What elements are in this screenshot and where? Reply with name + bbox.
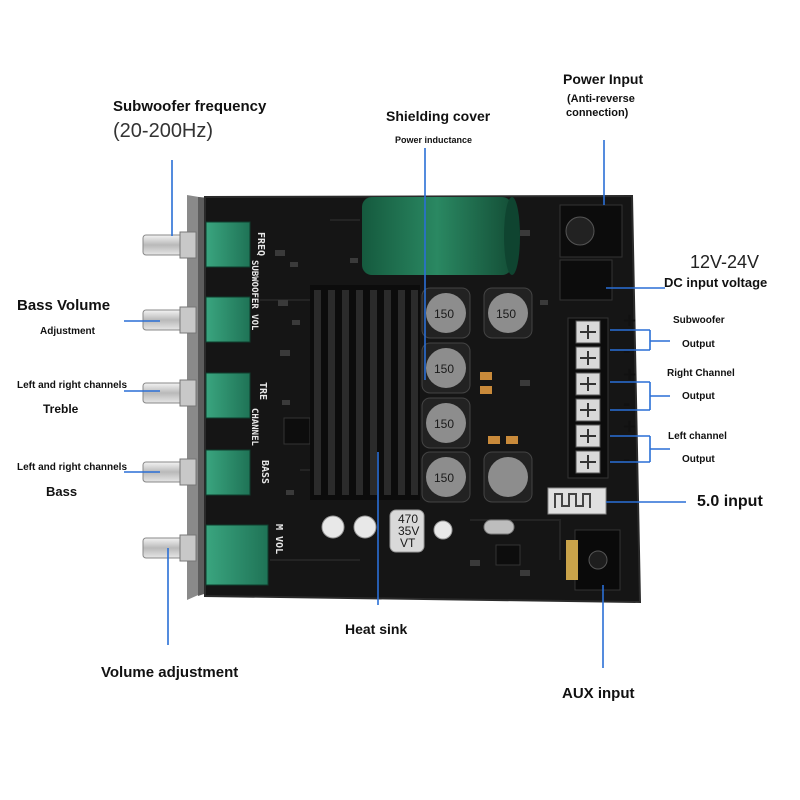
inductor-4: 150 [421,397,471,449]
aux-jack [566,529,621,591]
ic-chip [283,417,311,445]
knob-freq [142,231,197,259]
inductor-5-label: 150 [434,471,454,485]
knob-bass [142,458,197,486]
label-shielding-cover: Shielding cover [386,108,491,124]
label-aux-input: AUX input [562,685,635,702]
sign-6: - [623,450,630,471]
label-frequency-range: (20-200Hz) [113,120,214,142]
label-anti-reverse-2: connection) [566,107,629,119]
silk-freq: FREQ [255,232,266,256]
crystal [483,519,515,535]
label-subwoofer: Subwoofer [673,315,725,326]
small-capacitors: 470 35V VT [321,509,515,553]
ceramic-capacitors [480,372,518,444]
silk-bass: BASS [259,460,270,484]
sign-1: + [622,310,637,331]
cap-label-2: 35V [398,524,419,538]
knobs [142,231,197,562]
label-treble-sub: Left and right channels [17,380,128,391]
inductor-2: 150 [483,287,533,339]
sign-2: - [623,341,630,362]
pot-volume [205,524,269,586]
label-left-channel: Left channel [668,431,727,442]
label-bass-volume: Bass Volume [17,297,111,314]
label-left-output: Output [682,454,715,465]
label-treble: Treble [43,402,79,416]
inductors: 150 150 150 150 150 [421,287,533,503]
label-subwoofer-output: Output [682,339,715,350]
speaker-terminals [567,317,609,479]
silk-subwoofer-vol: SUBWOOFER VOL [249,260,259,331]
inductor-5: 150 [421,451,471,503]
label-dc-input: DC input voltage [664,275,768,290]
label-subwoofer-frequency: Subwoofer frequency [113,98,267,115]
pointer-lines [124,140,686,668]
bluetooth-module [547,487,607,515]
inductor-6 [483,451,533,503]
inductor-1: 150 [421,287,471,339]
knob-volume [142,534,197,562]
sign-3: + [622,364,637,385]
inductor-2-label: 150 [496,307,516,321]
cap-label-3: VT [400,536,416,550]
silk-channel: CHANNEL [249,408,259,447]
label-right-output: Output [682,391,715,402]
pot-treble [205,372,251,419]
inductor-3-label: 150 [434,362,454,376]
label-volume-adjustment: Volume adjustment [101,664,239,681]
label-heat-sink: Heat sink [345,621,408,637]
heat-sink [310,285,420,500]
label-voltage: 12V-24V [690,252,760,272]
label-bass-sub: Left and right channels [17,462,128,473]
inductor-3: 150 [421,342,471,394]
cap-label-1: 470 [398,512,418,526]
label-bass-volume-sub: Adjustment [40,326,95,337]
potentiometers [205,221,269,586]
label-anti-reverse-1: (Anti-reverse [567,93,635,105]
label-bass: Bass [46,484,78,499]
label-power-input: Power Input [563,71,644,87]
label-right-channel: Right Channel [667,368,735,379]
knob-treble [142,379,197,407]
pot-bass-volume [205,296,251,343]
pot-bass [205,449,251,496]
label-power-inductance: Power inductance [395,135,473,145]
inductor-4-label: 150 [434,417,454,431]
ic-chip-2 [495,544,521,566]
silk-m-vol: M VOL [273,524,284,554]
board-silkscreen: FREQ SUBWOOFER VOL TRE CHANNEL BASS M VO… [249,232,284,554]
sign-4: - [623,394,630,415]
silk-tre: TRE [257,382,268,400]
sign-5: + [622,416,637,437]
main-capacitor [362,197,520,275]
terminal-signs: + - + - + - [622,310,637,471]
pot-freq [205,221,251,268]
inductor-1-label: 150 [434,307,454,321]
knob-bass-volume [142,306,197,334]
label-bt-input: 5.0 input [697,493,763,510]
dc-jack [559,204,623,301]
